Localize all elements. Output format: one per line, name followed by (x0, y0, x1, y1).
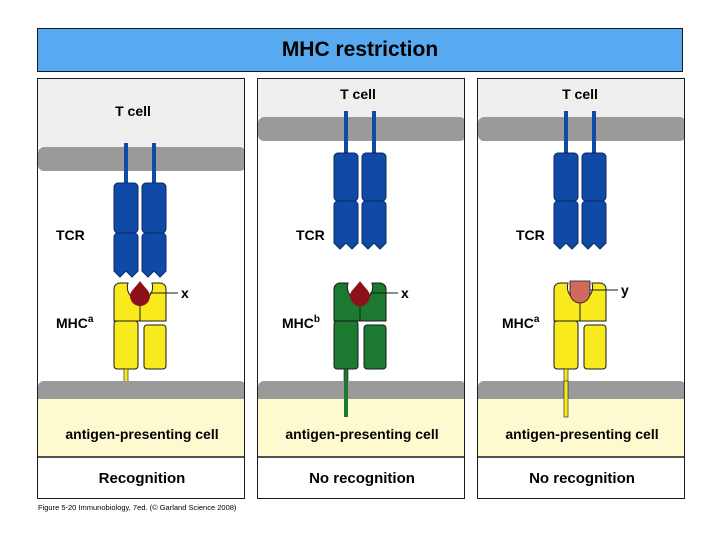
apc-body (478, 399, 684, 457)
mhc-b-stalk (344, 381, 348, 417)
t-cell-label: T cell (562, 86, 598, 102)
apc-body (258, 399, 464, 457)
mhc-label: MHCa (56, 314, 94, 331)
t-cell-body (258, 79, 464, 117)
tcr-alpha-chain (113, 182, 139, 278)
peptide-y-icon (569, 280, 591, 304)
apc-label: antigen-presenting cell (65, 426, 218, 442)
peptide-x-icon (130, 281, 150, 306)
apc-membrane (258, 381, 464, 403)
apc-label: antigen-presenting cell (285, 426, 438, 442)
result-label: No recognition (529, 470, 635, 487)
tcr-alpha-chain (553, 152, 579, 250)
peptide-label: x (181, 285, 189, 301)
apc-body (38, 399, 244, 457)
diagram-recognition: T cell TCR x MHCa antigen-presenting cel… (38, 79, 244, 487)
panel-no-recognition-mhc-b: T cell TCR x MHCb antigen-presenting cel… (257, 78, 465, 499)
tcr-label: TCR (56, 227, 85, 243)
peptide-x-icon (350, 281, 370, 306)
diagram-mhc-b: T cell TCR x MHCb antigen-presenting cel… (258, 79, 464, 487)
mhc-label: MHCa (502, 314, 540, 331)
peptide-label: x (401, 285, 409, 301)
t-cell-label: T cell (340, 86, 376, 102)
mhc-a-stalk (563, 380, 569, 418)
t-cell-membrane (258, 117, 464, 141)
mhc-a-molecule (553, 282, 607, 386)
page-title: MHC restriction (281, 38, 439, 61)
t-cell-membrane (38, 147, 244, 171)
tcr-label: TCR (296, 227, 325, 243)
mhc-label: MHCb (282, 314, 320, 331)
tcr-label: TCR (516, 227, 545, 243)
apc-membrane (38, 381, 244, 403)
title-banner: MHC restriction (37, 28, 683, 72)
result-label: No recognition (309, 470, 415, 487)
apc-label: antigen-presenting cell (505, 426, 658, 442)
t-cell-body (478, 79, 684, 117)
diagram-peptide-y: T cell TCR y MHCa antigen-presenting cel… (478, 79, 684, 487)
t-cell-body (38, 79, 244, 147)
peptide-label: y (621, 282, 629, 298)
panel-recognition: T cell TCR x MHCa antigen-presenting cel… (37, 78, 245, 499)
t-cell-label: T cell (115, 103, 151, 119)
tcr-beta-chain (141, 182, 167, 278)
tcr-alpha-chain (333, 152, 359, 250)
figure-caption: Figure 5-20 Immunobiology, 7ed. (© Garla… (38, 503, 237, 512)
t-cell-membrane (478, 117, 684, 141)
panel-no-recognition-peptide-y: T cell TCR y MHCa antigen-presenting cel… (477, 78, 685, 499)
mhc-b-molecule (333, 282, 387, 418)
tcr-beta-chain (581, 152, 607, 250)
apc-membrane (478, 381, 684, 403)
result-label: Recognition (99, 470, 186, 487)
tcr-beta-chain (361, 152, 387, 250)
